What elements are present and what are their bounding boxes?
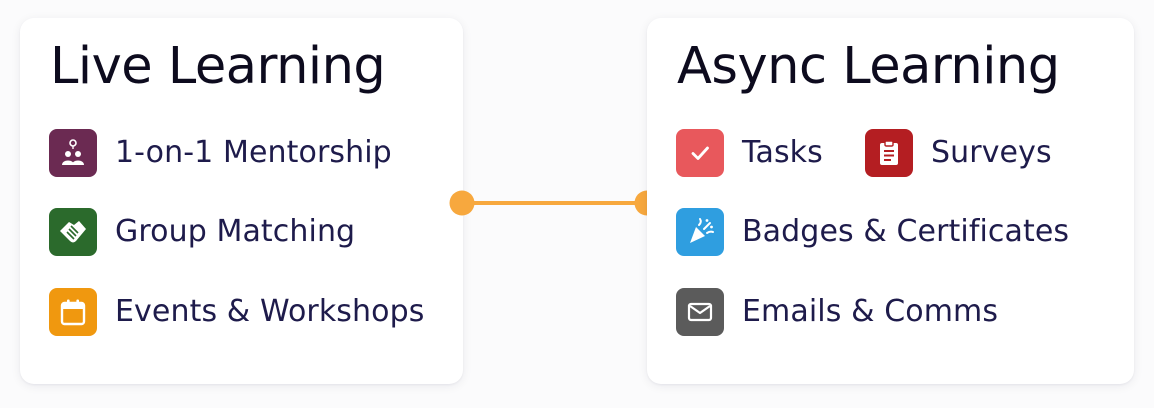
connector-start-dot: [449, 190, 475, 216]
mentorship-icon: [49, 129, 97, 177]
list-item-surveys: Surveys: [865, 129, 1052, 177]
list-item-badges: Badges & Certificates: [676, 208, 1069, 256]
list-item-label: Group Matching: [115, 214, 356, 249]
list-item-label: Badges & Certificates: [742, 214, 1070, 249]
list-item-label: Events & Workshops: [115, 294, 425, 329]
list-item-label: Emails & Comms: [742, 294, 999, 329]
live-learning-card: Live Learning 1-on-1 Mentorship Group Ma…: [20, 18, 463, 384]
calendar-icon: [49, 288, 97, 336]
party-popper-icon: [676, 208, 724, 256]
checkmark-icon: [676, 129, 724, 177]
list-item-label: Surveys: [931, 135, 1052, 170]
list-item-events: Events & Workshops: [49, 288, 424, 336]
list-item-emails: Emails & Comms: [676, 288, 998, 336]
list-item-label: 1-on-1 Mentorship: [115, 135, 392, 170]
live-learning-title: Live Learning: [50, 37, 386, 96]
handshake-icon: [49, 208, 97, 256]
list-item-tasks: Tasks: [676, 129, 823, 177]
list-item-group-matching: Group Matching: [49, 208, 355, 256]
async-learning-title: Async Learning: [677, 37, 1060, 96]
clipboard-icon: [865, 129, 913, 177]
list-item-mentorship: 1-on-1 Mentorship: [49, 129, 392, 177]
list-item-label: Tasks: [742, 135, 823, 170]
envelope-icon: [676, 288, 724, 336]
async-learning-card: Async Learning Tasks Surveys: [647, 18, 1134, 384]
